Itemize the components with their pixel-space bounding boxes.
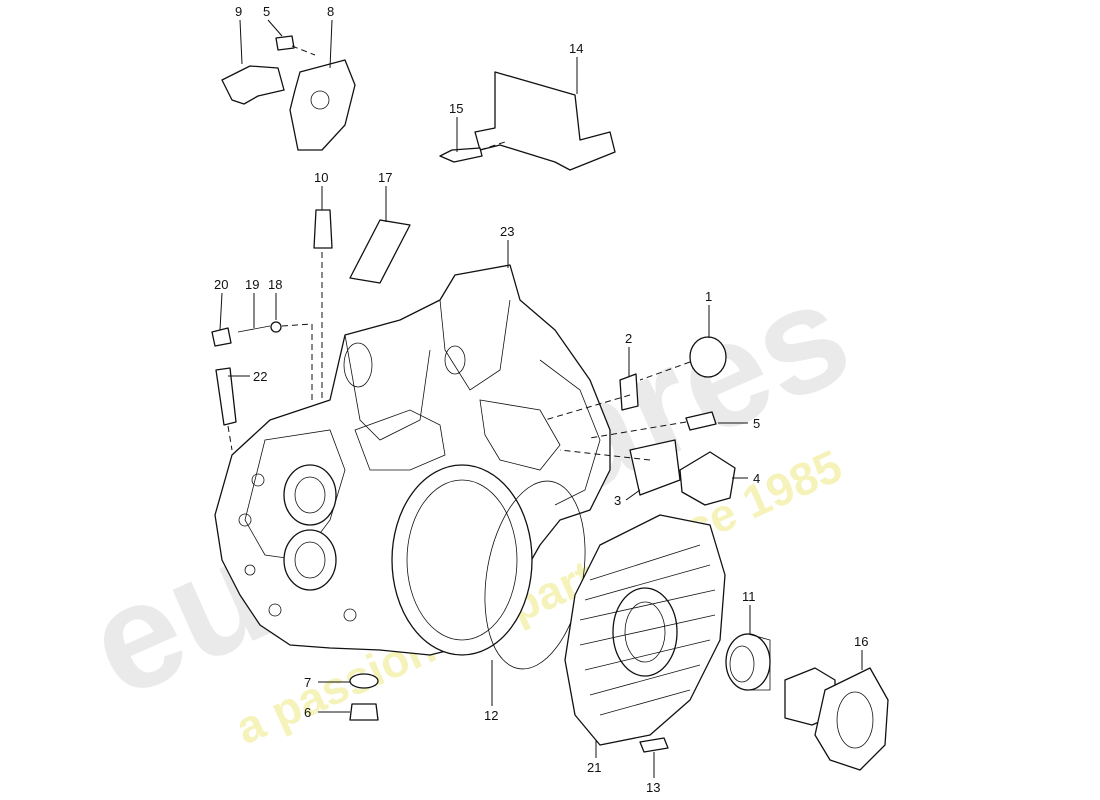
callout-23: 23 — [500, 224, 514, 239]
hose-elbow — [679, 451, 736, 506]
callout-5-right: 5 — [753, 416, 760, 431]
seal-ring — [725, 633, 771, 691]
callout-20: 20 — [214, 277, 228, 292]
gasket-cover — [349, 219, 411, 284]
callout-7: 7 — [304, 675, 311, 690]
bolt-top — [275, 35, 295, 51]
callout-labels: 9 5 8 14 15 10 17 23 20 19 18 22 1 2 5 4… — [214, 4, 868, 795]
callout-11: 11 — [742, 589, 756, 604]
alignment-lines — [227, 45, 691, 461]
bolt-bracket — [439, 147, 483, 163]
screw-plug — [211, 327, 232, 347]
callout-6: 6 — [304, 705, 311, 720]
callout-14: 14 — [569, 41, 583, 56]
breather-valve — [313, 209, 333, 249]
shaft-seal — [689, 336, 727, 378]
drain-plug — [349, 703, 379, 721]
housing-cover — [564, 514, 726, 746]
callout-13: 13 — [646, 780, 660, 795]
sensor — [215, 367, 237, 426]
drive-flange — [784, 667, 889, 771]
callout-12: 12 — [484, 708, 498, 723]
callout-21: 21 — [587, 760, 601, 775]
gearbox-housing — [214, 264, 611, 656]
callout-15: 15 — [449, 101, 463, 116]
retaining-clip — [619, 373, 639, 411]
callout-5-top: 5 — [263, 4, 270, 19]
bolt-cover — [639, 737, 669, 753]
callout-2: 2 — [625, 331, 632, 346]
callout-17: 17 — [378, 170, 392, 185]
pipe-elbow — [221, 65, 285, 105]
callout-22: 22 — [253, 369, 267, 384]
callout-9: 9 — [235, 4, 242, 19]
callout-19: 19 — [245, 277, 259, 292]
callout-8: 8 — [327, 4, 334, 19]
bolt-right — [685, 411, 717, 431]
callout-1: 1 — [705, 289, 712, 304]
callout-4: 4 — [753, 471, 760, 486]
callout-18: 18 — [268, 277, 282, 292]
ball — [270, 321, 282, 333]
sealing-washer — [349, 673, 379, 689]
mounting-plate — [289, 59, 356, 151]
leader-lines — [219, 19, 863, 778]
callout-10: 10 — [314, 170, 328, 185]
flange-plate — [629, 439, 681, 496]
spring — [237, 325, 271, 333]
callout-16: 16 — [854, 634, 868, 649]
support-bracket — [474, 71, 616, 171]
callout-3: 3 — [614, 493, 621, 508]
